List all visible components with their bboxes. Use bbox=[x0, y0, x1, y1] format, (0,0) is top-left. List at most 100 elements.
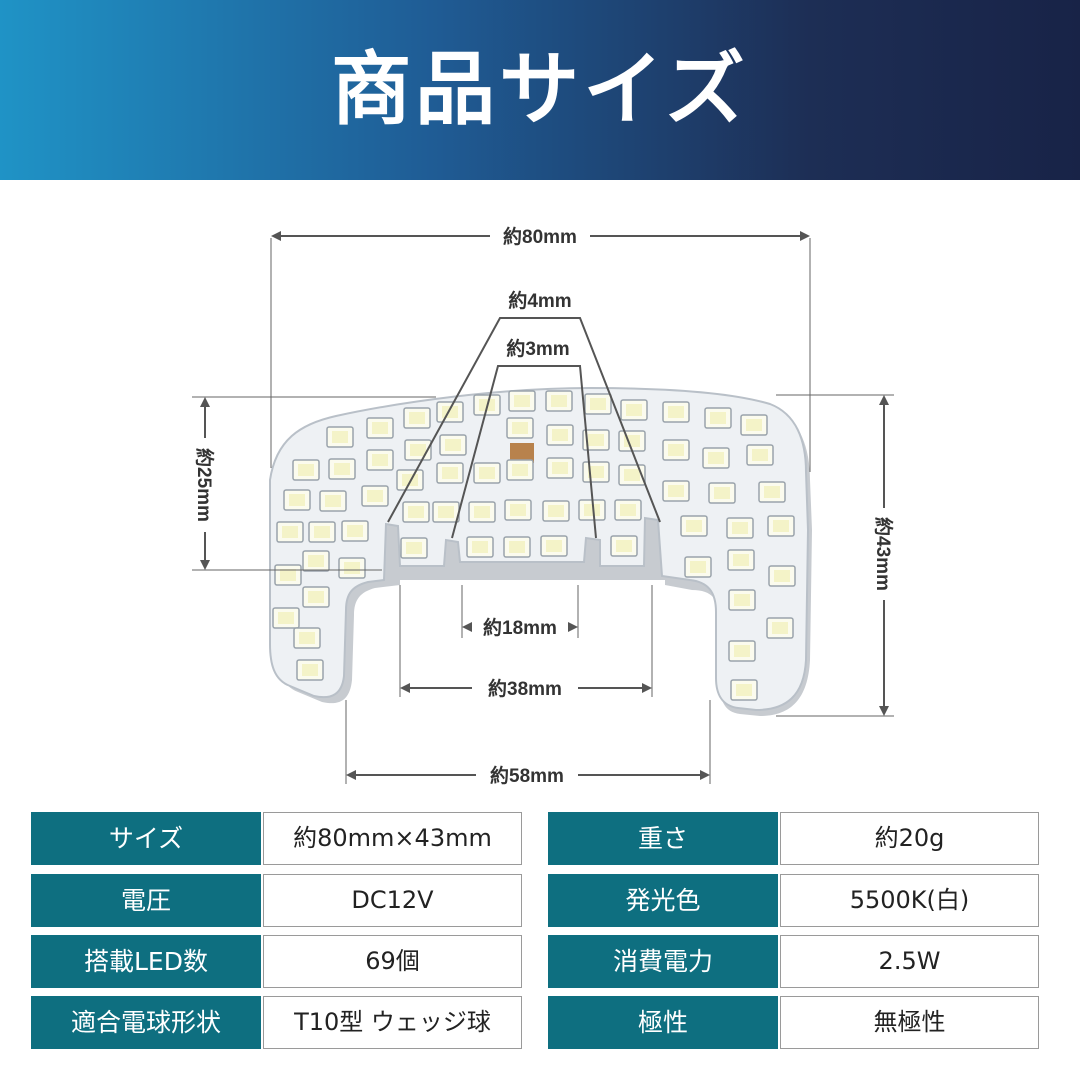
spec-key: 電圧 bbox=[31, 874, 261, 927]
spec-row: 適合電球形状 T10型 ウェッジ球 bbox=[31, 996, 522, 1049]
led-chip-lens bbox=[406, 542, 422, 554]
callout-4mm bbox=[387, 317, 661, 523]
led-chip-lens bbox=[299, 632, 315, 644]
led-chip-lens bbox=[734, 645, 750, 657]
led-chip-lens bbox=[714, 487, 730, 499]
spec-key: 重さ bbox=[548, 812, 778, 865]
led-chip-lens bbox=[372, 422, 388, 434]
led-chip-lens bbox=[510, 504, 526, 516]
page-title: 商品サイズ bbox=[331, 43, 749, 136]
led-chip-lens bbox=[367, 490, 383, 502]
led-chip-lens bbox=[314, 526, 330, 538]
spec-row: サイズ 約80mm×43mm bbox=[31, 812, 522, 865]
led-chip-lens bbox=[282, 526, 298, 538]
led-chip-lens bbox=[773, 520, 789, 532]
spec-key: 消費電力 bbox=[548, 935, 778, 988]
led-chip-lens bbox=[686, 520, 702, 532]
led-chip-lens bbox=[344, 562, 360, 574]
led-chip-lens bbox=[736, 684, 752, 696]
led-chip-lens bbox=[668, 444, 684, 456]
led-chip-lens bbox=[708, 452, 724, 464]
led-chip-lens bbox=[308, 555, 324, 567]
label-18mm: 約18mm bbox=[483, 616, 557, 639]
label-58mm: 約58mm bbox=[490, 764, 564, 787]
spec-value: 約80mm×43mm bbox=[263, 812, 522, 865]
led-chip-lens bbox=[514, 395, 530, 407]
led-chip-lens bbox=[626, 404, 642, 416]
label-80mm: 約80mm bbox=[503, 225, 577, 248]
led-chip-lens bbox=[332, 431, 348, 443]
led-chip-lens bbox=[548, 505, 564, 517]
label-25mm: 約25mm bbox=[193, 448, 216, 522]
led-chip-lens bbox=[620, 504, 636, 516]
led-chip-lens bbox=[764, 486, 780, 498]
led-chip-lens bbox=[280, 569, 296, 581]
led-board bbox=[269, 386, 810, 712]
led-chip-lens bbox=[410, 444, 426, 456]
led-chip-lens bbox=[588, 466, 604, 478]
led-chip-lens bbox=[733, 554, 749, 566]
led-chip-lens bbox=[668, 485, 684, 497]
led-chip-lens bbox=[584, 504, 600, 516]
led-chip-lens bbox=[289, 494, 305, 506]
led-chip-lens bbox=[624, 469, 640, 481]
spec-value: DC12V bbox=[263, 874, 522, 927]
product-dimension-diagram: 約80mm 約4mm 約3mm 約25mm 約43mm 約18mm 約38mm … bbox=[192, 225, 895, 787]
spec-value: 69個 bbox=[263, 935, 522, 988]
spec-row: 電圧 DC12V bbox=[31, 874, 522, 927]
spec-value: 5500K(白) bbox=[780, 874, 1039, 927]
led-chip-lens bbox=[408, 506, 424, 518]
led-chip-lens bbox=[772, 622, 788, 634]
led-chip-lens bbox=[668, 406, 684, 418]
spec-row: 重さ 約20g bbox=[548, 812, 1039, 865]
led-chip-lens bbox=[746, 419, 762, 431]
led-chip-lens bbox=[590, 398, 606, 410]
spec-row: 消費電力 2.5W bbox=[548, 935, 1039, 988]
led-chip-lens bbox=[372, 454, 388, 466]
spec-key: 適合電球形状 bbox=[31, 996, 261, 1049]
led-chip-lens bbox=[710, 412, 726, 424]
led-chip-lens bbox=[734, 594, 750, 606]
spec-value: 約20g bbox=[780, 812, 1039, 865]
spec-row: 極性 無極性 bbox=[548, 996, 1039, 1049]
label-3mm: 約3mm bbox=[506, 337, 569, 360]
spec-row: 搭載LED数 69個 bbox=[31, 935, 522, 988]
resistor bbox=[510, 443, 534, 463]
led-chip-lens bbox=[552, 429, 568, 441]
led-chip-lens bbox=[308, 591, 324, 603]
led-chip-lens bbox=[298, 464, 314, 476]
led-chip-lens bbox=[774, 570, 790, 582]
led-chip-lens bbox=[445, 439, 461, 451]
led-chip-lens bbox=[474, 506, 490, 518]
spec-key: 発光色 bbox=[548, 874, 778, 927]
led-chip-lens bbox=[278, 612, 294, 624]
led-chip-lens bbox=[690, 561, 706, 573]
led-chip-lens bbox=[512, 464, 528, 476]
led-chip-lens bbox=[347, 525, 363, 537]
label-43mm: 約43mm bbox=[872, 517, 895, 591]
spec-key: 極性 bbox=[548, 996, 778, 1049]
led-chip-lens bbox=[472, 541, 488, 553]
spec-value: T10型 ウェッジ球 bbox=[263, 996, 522, 1049]
led-chip-lens bbox=[616, 540, 632, 552]
header-banner: 商品サイズ bbox=[0, 0, 1080, 180]
led-chip-lens bbox=[546, 540, 562, 552]
led-chip-lens bbox=[732, 522, 748, 534]
led-chip-lens bbox=[588, 434, 604, 446]
spec-value: 無極性 bbox=[780, 996, 1039, 1049]
led-chip-lens bbox=[325, 495, 341, 507]
callout-3mm bbox=[451, 365, 597, 539]
label-38mm: 約38mm bbox=[488, 677, 562, 700]
led-chip-lens bbox=[509, 541, 525, 553]
led-chip-lens bbox=[752, 449, 768, 461]
led-chip-lens bbox=[479, 467, 495, 479]
led-chip-lens bbox=[438, 506, 454, 518]
led-chip-lens bbox=[512, 422, 528, 434]
led-chip-lens bbox=[551, 395, 567, 407]
led-chip-lens bbox=[409, 412, 425, 424]
spec-key: 搭載LED数 bbox=[31, 935, 261, 988]
spec-row: 発光色 5500K(白) bbox=[548, 874, 1039, 927]
led-chip-lens bbox=[334, 463, 350, 475]
spec-value: 2.5W bbox=[780, 935, 1039, 988]
label-4mm: 約4mm bbox=[508, 289, 571, 312]
